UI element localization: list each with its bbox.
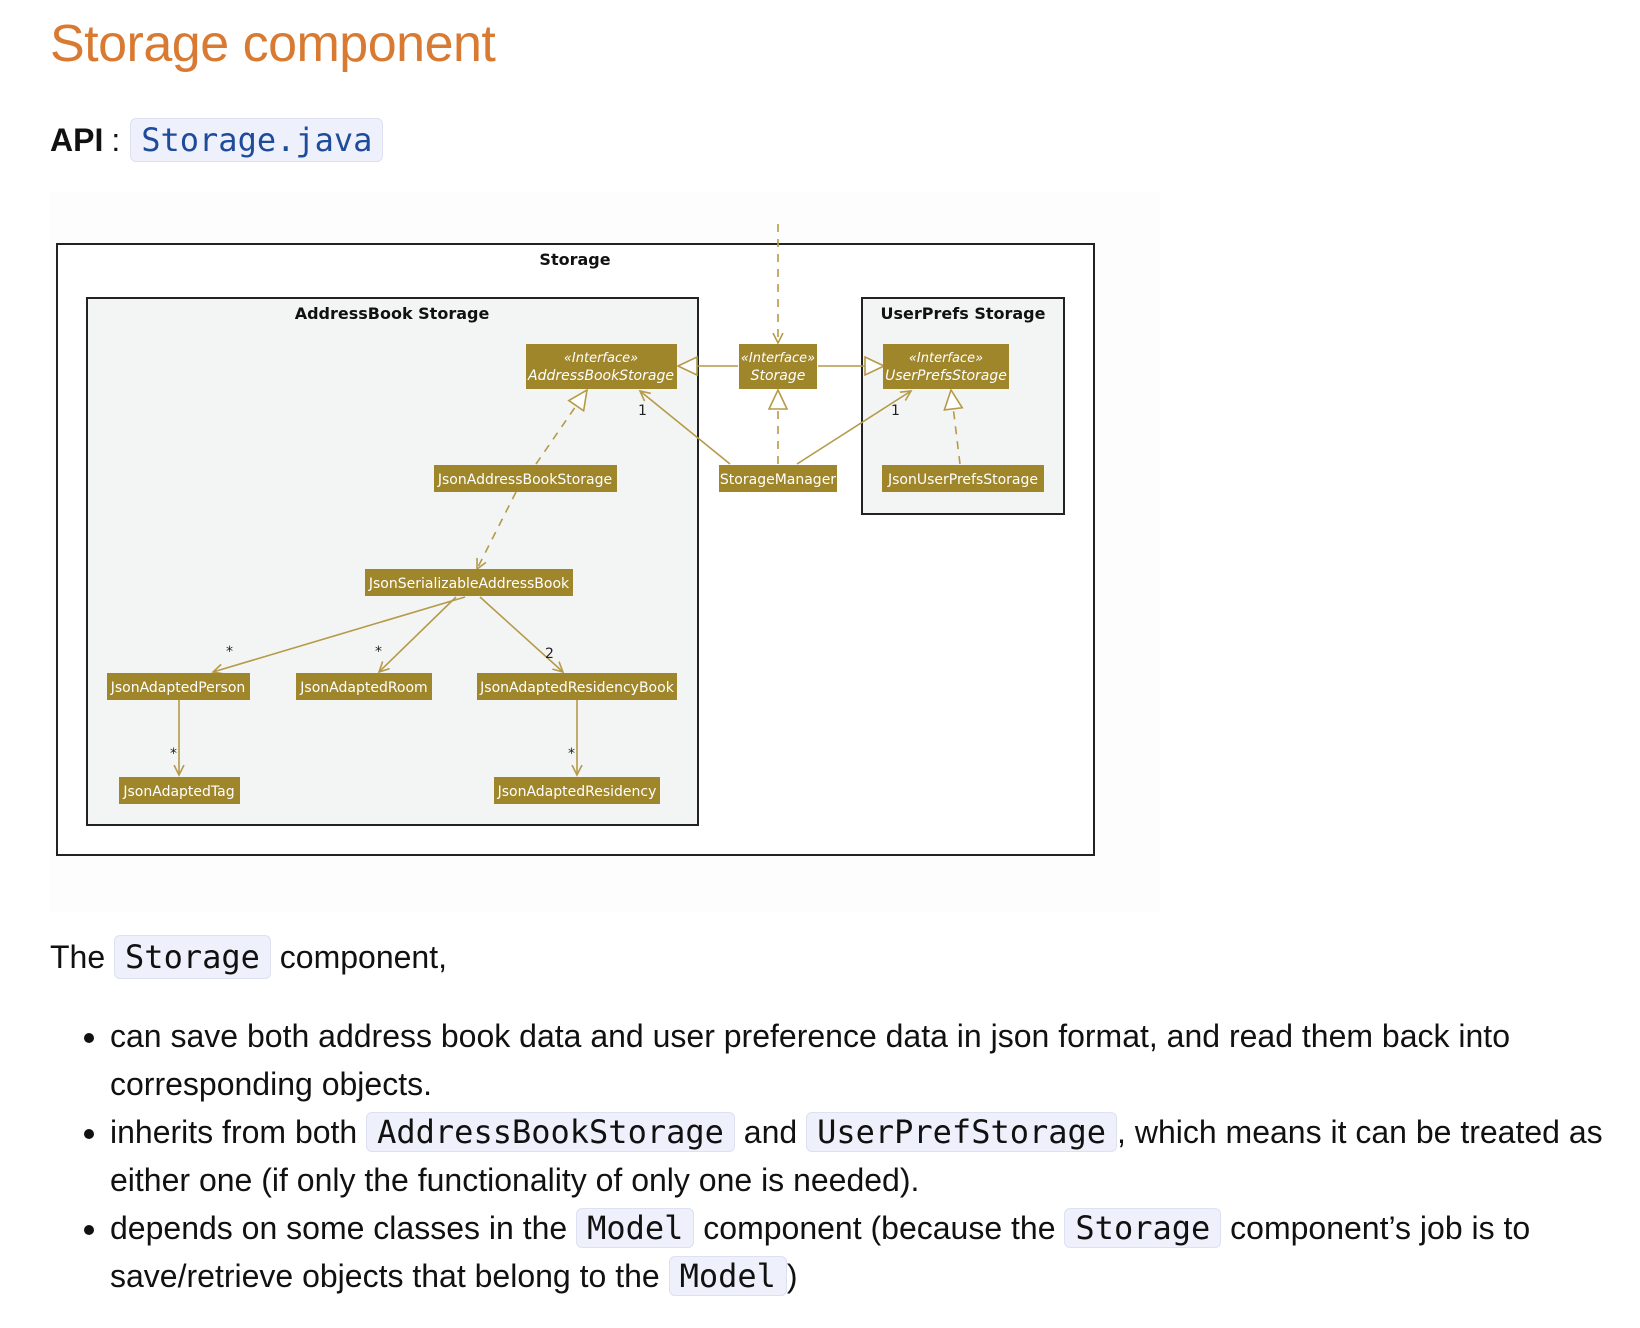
- list-item: can save both address book data and user…: [110, 1012, 1610, 1108]
- bullet-3-code-model: Model: [576, 1208, 695, 1248]
- jsonuserprefsstorage-implements: [943, 388, 964, 465]
- serializable-to-room: [379, 596, 457, 672]
- page-title: Storage component: [50, 15, 496, 73]
- label-jsonadaptedperson: JsonAdaptedPerson: [110, 680, 246, 696]
- label-jsonadaptedroom: JsonAdaptedRoom: [299, 680, 427, 696]
- class-addressbookstorage[interactable]: [526, 344, 677, 389]
- api-label: API: [50, 121, 104, 158]
- intro-before: The: [50, 939, 106, 975]
- bullet-3-code-model-2: Model: [668, 1256, 787, 1296]
- intro-code-storage: Storage: [114, 935, 271, 979]
- class-storage[interactable]: [739, 344, 817, 389]
- api-separator: :: [111, 121, 121, 158]
- bullet-3-text-4: ): [786, 1258, 798, 1294]
- bullet-2-code-userprefstorage: UserPrefStorage: [806, 1112, 1118, 1152]
- label-addressbookstorage: AddressBookStorage: [527, 368, 674, 384]
- label-storagemanager: StorageManager: [720, 472, 836, 488]
- storage-class-diagram: Storage AddressBook Storage UserPrefs St…: [50, 192, 1160, 912]
- api-line: API : Storage.java: [50, 118, 384, 162]
- label-jsonadaptedtag: JsonAdaptedTag: [122, 784, 234, 800]
- mult-room: *: [375, 644, 382, 660]
- stereotype-storage: «Interface»: [741, 351, 815, 366]
- label-storage: Storage: [751, 368, 806, 384]
- storage-package-title: Storage: [539, 250, 610, 269]
- serializable-to-person: [213, 596, 466, 672]
- intro-after: component,: [279, 939, 447, 975]
- bullet-1-text: can save both address book data and user…: [110, 1018, 1510, 1102]
- storage-java-link[interactable]: Storage.java: [130, 118, 384, 162]
- stereotype-userprefsstorage: «Interface»: [909, 351, 983, 366]
- mult-residency: *: [568, 746, 575, 762]
- feature-list: can save both address book data and user…: [50, 1012, 1610, 1300]
- mult-manager-addressbook: 1: [638, 403, 647, 419]
- bullet-2-code-addressbookstorage: AddressBookStorage: [366, 1112, 735, 1152]
- bullet-2-text-3: , which means it can be treated as eithe…: [110, 1114, 1603, 1198]
- mult-manager-userprefs: 1: [891, 403, 900, 419]
- label-jsonadaptedresidencybook: JsonAdaptedResidencyBook: [479, 680, 675, 696]
- class-storagemanager[interactable]: [719, 465, 837, 492]
- bullet-3-text-1: depends on some classes in the: [110, 1210, 568, 1246]
- class-userprefsstorage[interactable]: [883, 344, 1009, 389]
- userprefs-storage-package-title: UserPrefs Storage: [881, 304, 1046, 323]
- class-jsonadaptedresidency[interactable]: [494, 777, 660, 804]
- list-item: depends on some classes in the Model com…: [110, 1204, 1610, 1300]
- class-jsonadaptedresidencybook[interactable]: [477, 673, 677, 700]
- label-jsonuserprefsstorage: JsonUserPrefsStorage: [887, 472, 1038, 488]
- bullet-3-text-2: component (because the: [703, 1210, 1056, 1246]
- class-jsonadaptedtag[interactable]: [119, 777, 240, 804]
- label-jsonserializableaddressbook: JsonSerializableAddressBook: [368, 576, 570, 592]
- mult-tag: *: [170, 746, 177, 762]
- mult-residencybook: 2: [545, 646, 554, 662]
- addressbook-storage-package-title: AddressBook Storage: [295, 304, 490, 323]
- class-jsonadaptedroom[interactable]: [296, 673, 432, 700]
- class-jsonuserprefsstorage[interactable]: [882, 465, 1044, 492]
- bullet-3-code-storage: Storage: [1064, 1208, 1222, 1248]
- stereotype-addressbookstorage: «Interface»: [564, 351, 638, 366]
- storagemanager-to-addressbookstorage: [640, 391, 731, 465]
- intro-paragraph: The Storage component,: [50, 935, 447, 979]
- bullet-2-text-2: and: [743, 1114, 798, 1150]
- bullet-3-text-3: component’s job is to save/retrieve obje…: [110, 1210, 1531, 1294]
- bullet-2-text-1: inherits from both: [110, 1114, 358, 1150]
- storagemanager-to-userprefsstorage: [796, 391, 911, 465]
- serializable-to-residencybook: [479, 596, 563, 672]
- label-jsonaddressbookstorage: JsonAddressBookStorage: [437, 472, 612, 488]
- class-jsonserializableaddressbook[interactable]: [365, 569, 573, 596]
- label-jsonadaptedresidency: JsonAdaptedResidency: [497, 784, 657, 800]
- class-jsonaddressbookstorage[interactable]: [434, 465, 617, 492]
- list-item: inherits from both AddressBookStorage an…: [110, 1108, 1610, 1204]
- mult-person: *: [226, 644, 233, 660]
- label-userprefsstorage: UserPrefsStorage: [885, 368, 1007, 384]
- class-jsonadaptedperson[interactable]: [107, 673, 250, 700]
